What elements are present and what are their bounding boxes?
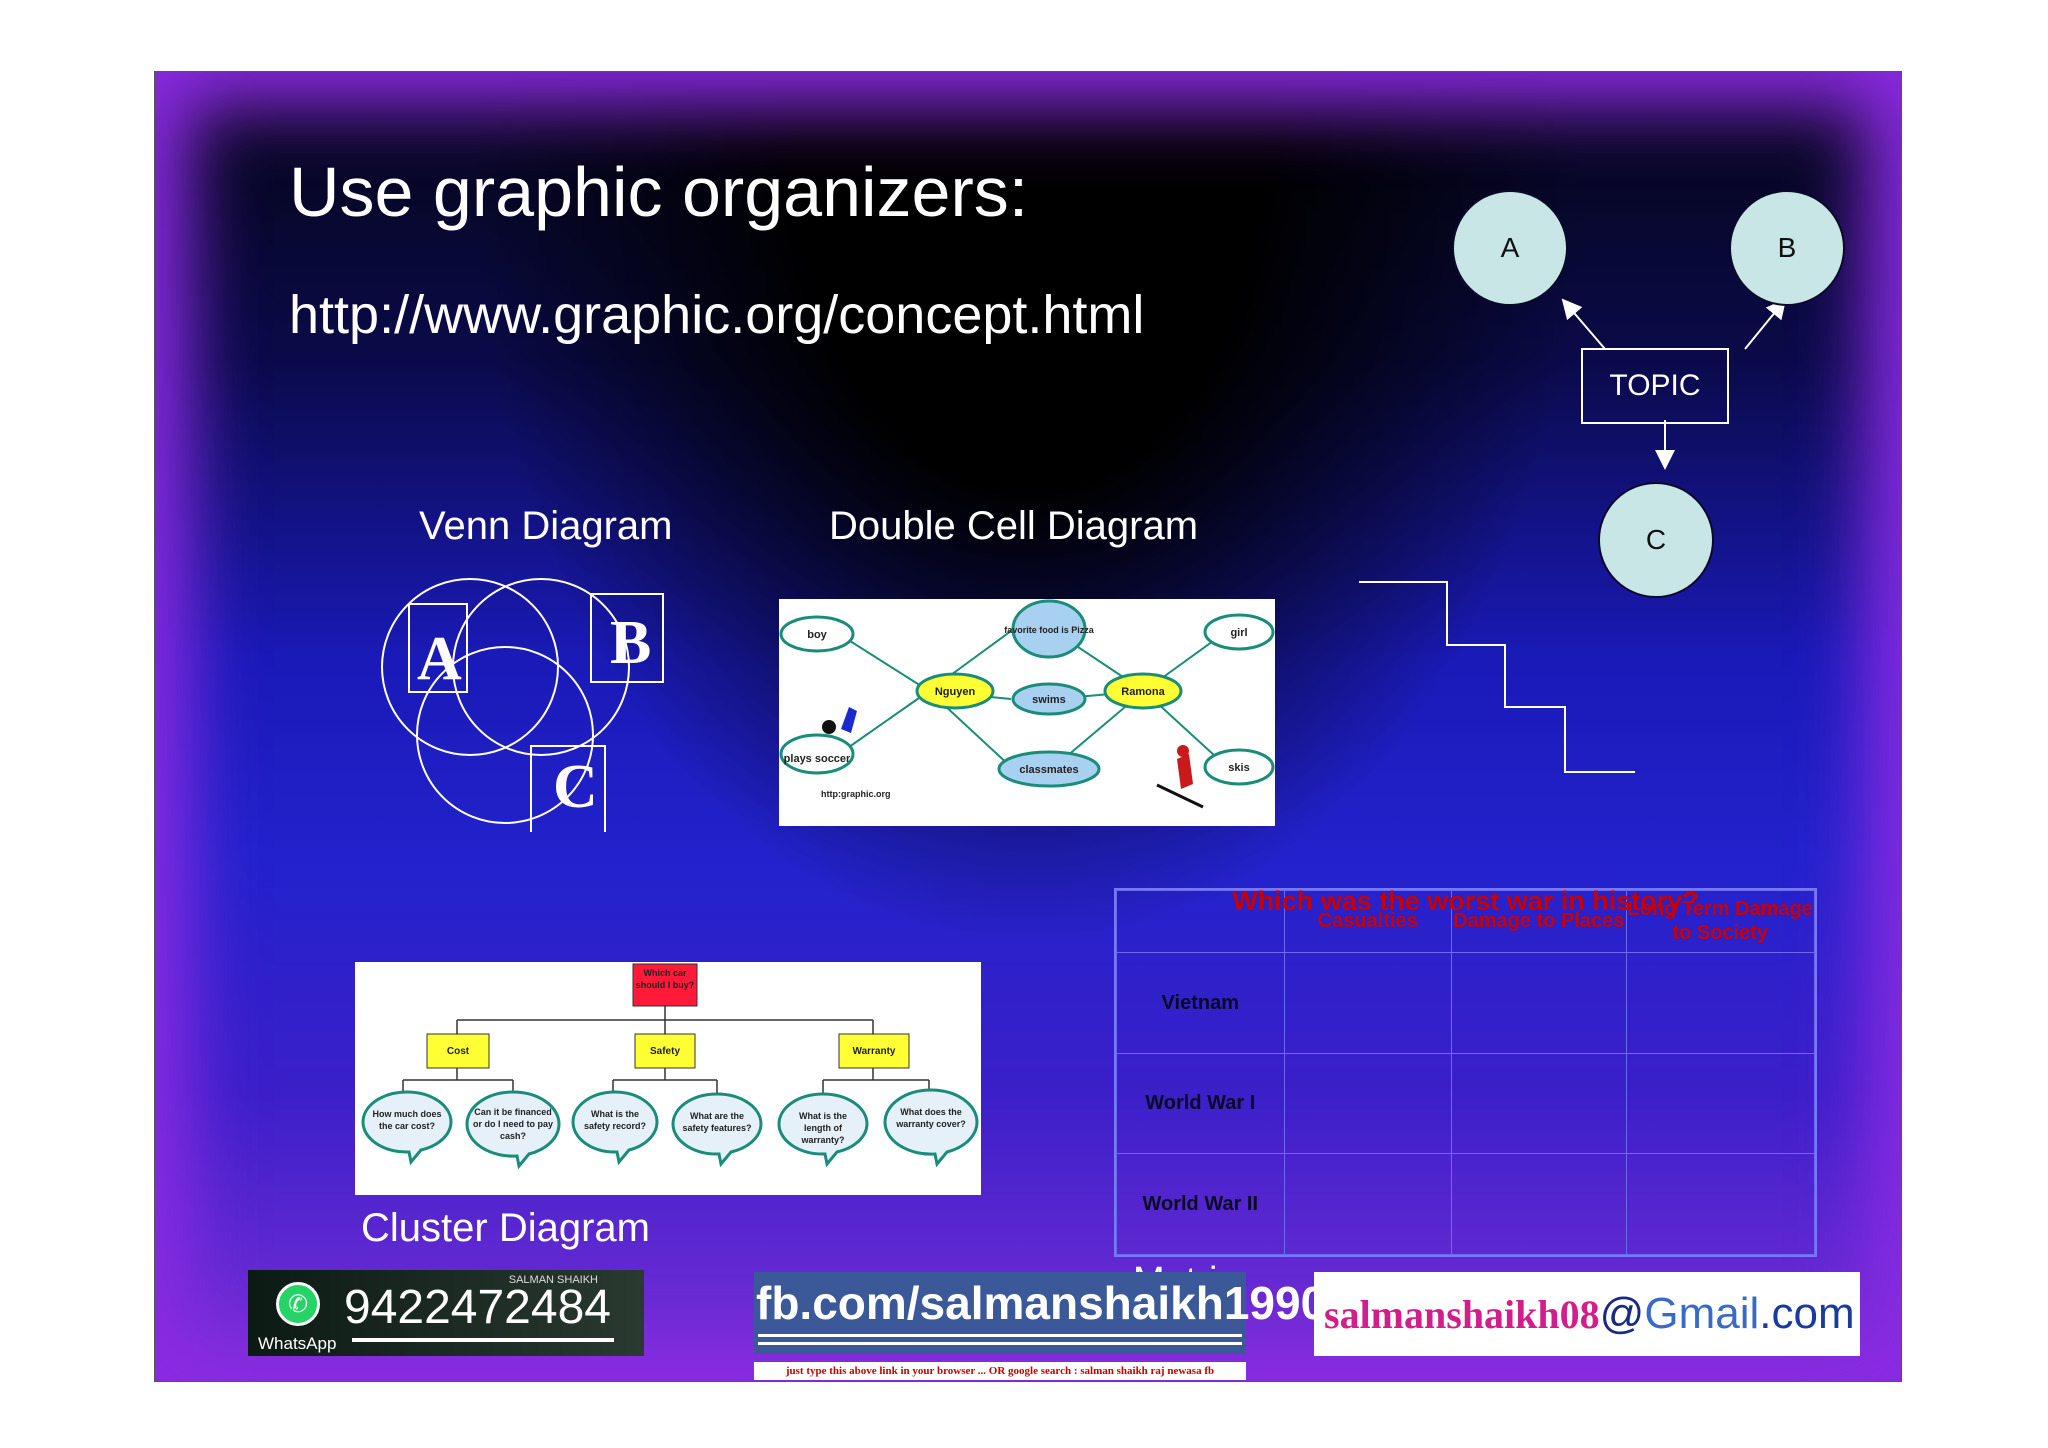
matrix-cell xyxy=(1451,1052,1627,1155)
cluster-diagram xyxy=(361,963,979,1170)
venn-letter-c: C xyxy=(553,753,598,821)
bubble-favorite-food xyxy=(1011,599,1087,659)
matrix-cell xyxy=(1625,951,1816,1054)
matrix-cell xyxy=(1283,1153,1453,1255)
cluster-branch-warranty-text: Warranty xyxy=(852,1045,896,1057)
email-domain: Gmail xyxy=(1644,1289,1760,1338)
cluster-branch-safety-text: Safety xyxy=(649,1045,680,1057)
concept-url: http://www.graphic.org/concept.html xyxy=(289,285,1145,345)
cluster-leaf-2-text: Can it be financed or do I need to pay c… xyxy=(473,1107,554,1141)
matrix-cell xyxy=(1625,1153,1816,1255)
staircase-lines xyxy=(1359,581,1635,773)
bubble-classmates xyxy=(997,750,1101,788)
cluster-leaf-1-text: How much does the car cost? xyxy=(372,1109,442,1131)
skier-icon xyxy=(1156,745,1204,809)
email-tld: .com xyxy=(1759,1289,1855,1338)
cluster-panel: Which car should I buy? Cost Safety Warr… xyxy=(355,962,981,1195)
text-skis: skis xyxy=(1228,762,1249,774)
matrix-cell xyxy=(1283,1052,1453,1155)
text-favorite-food: favorite food is Pizza xyxy=(1004,625,1095,635)
hub-ramona xyxy=(1103,672,1183,710)
text-nguyen: Nguyen xyxy=(935,686,976,698)
cluster-branch-warranty xyxy=(838,1033,910,1069)
matrix-row-vietnam: Vietnam xyxy=(1116,951,1285,1054)
cluster-root-text: Which car should I buy? xyxy=(635,968,695,990)
slide-title: Use graphic organizers: xyxy=(289,153,1029,231)
cluster-leaf-3-text: What is the safety record? xyxy=(583,1109,647,1131)
cluster-leaf-2 xyxy=(465,1090,561,1170)
fb-link[interactable]: fb.com/salmanshaikh1990 xyxy=(756,1277,1327,1329)
matrix-corner xyxy=(1116,890,1285,953)
matrix-col-damage-places: Damage to Places xyxy=(1451,890,1627,953)
whatsapp-app-label: WhatsApp xyxy=(258,1334,337,1353)
cluster-leaf-6-text: What does the warranty cover? xyxy=(896,1107,966,1129)
concept-map-connectors xyxy=(1561,298,1787,470)
venn-letter-b: B xyxy=(610,609,652,677)
concept-node-c: C xyxy=(1598,482,1714,598)
text-credit: http:graphic.org xyxy=(821,789,891,799)
bubble-swims xyxy=(1011,682,1087,716)
whatsapp-name: SALMAN SHAIKH xyxy=(508,1274,598,1286)
soccer-player-icon xyxy=(822,707,857,734)
fb-underline-1 xyxy=(758,1334,1242,1337)
email-user: salmanshaikh08 xyxy=(1324,1291,1600,1337)
cluster-leaf-6 xyxy=(883,1088,979,1168)
matrix-cell xyxy=(1451,1153,1627,1255)
facebook-banner[interactable]: fb.com/salmanshaikh1990 xyxy=(754,1272,1326,1354)
whatsapp-number: 9422472484 xyxy=(344,1281,611,1334)
bubble-boy xyxy=(779,615,855,653)
text-classmates: classmates xyxy=(1019,764,1078,776)
cluster-branch-cost-text: Cost xyxy=(446,1045,470,1057)
concept-node-b: B xyxy=(1729,190,1845,306)
whatsapp-icon: ✆ xyxy=(276,1282,320,1326)
fb-note: just type this above link in your browse… xyxy=(754,1362,1246,1380)
hub-nguyen xyxy=(915,672,995,710)
matrix-row-ww1: World War I xyxy=(1116,1052,1285,1155)
matrix-row-ww2: World War II xyxy=(1116,1153,1285,1255)
matrix-col-long-term: Long Term Damage to Society xyxy=(1625,890,1816,953)
venn-diagram xyxy=(381,578,664,832)
matrix-table: Which was the worst war in history? Casu… xyxy=(1114,886,1817,1257)
email-at: @ xyxy=(1599,1289,1645,1338)
cluster-leaf-1 xyxy=(361,1090,453,1166)
cluster-leaf-3 xyxy=(571,1090,659,1166)
matrix-cell xyxy=(1283,951,1453,1054)
cluster-leaf-4-text: What are the safety features? xyxy=(682,1111,752,1133)
text-plays-soccer: plays soccer xyxy=(784,753,851,765)
cluster-label: Cluster Diagram xyxy=(361,1206,650,1250)
bubble-skis xyxy=(1203,748,1275,786)
slide: Use graphic organizers: http://www.graph… xyxy=(154,71,1902,1382)
cluster-branch-cost xyxy=(426,1033,490,1069)
bubble-plays-soccer xyxy=(779,733,855,775)
double-cell-label: Double Cell Diagram xyxy=(829,504,1199,548)
text-swims: swims xyxy=(1032,694,1066,706)
matrix-col-casualties: Casualties xyxy=(1283,890,1453,953)
text-girl: girl xyxy=(1230,627,1247,639)
double-cell-diagram: boy plays soccer favorite food is Pizza … xyxy=(779,599,1275,809)
double-cell-panel: boy plays soccer favorite food is Pizza … xyxy=(779,599,1275,826)
concept-topic-box: TOPIC xyxy=(1581,348,1729,424)
matrix-cell xyxy=(1451,951,1627,1054)
fb-underline-2 xyxy=(758,1342,1242,1345)
cluster-leaf-5-text: What is the length of warranty? xyxy=(798,1111,847,1145)
whatsapp-underline xyxy=(352,1338,614,1342)
cluster-leaf-5 xyxy=(777,1092,869,1168)
cluster-branch-safety xyxy=(634,1033,696,1069)
text-boy: boy xyxy=(807,629,827,641)
matrix-title: Which was the worst war in history? xyxy=(1232,886,1699,916)
concept-node-a: A xyxy=(1452,190,1568,306)
whatsapp-banner[interactable]: SALMAN SHAIKH ✆ 9422472484 WhatsApp xyxy=(248,1270,644,1356)
venn-letter-a: A xyxy=(417,625,462,693)
text-ramona: Ramona xyxy=(1121,686,1165,698)
email-banner[interactable]: salmanshaikh08 @ Gmail .com xyxy=(1314,1272,1860,1356)
cluster-root-box xyxy=(632,963,698,1007)
cluster-leaf-4 xyxy=(671,1092,763,1168)
matrix-cell xyxy=(1625,1052,1816,1155)
bubble-girl xyxy=(1203,613,1275,651)
venn-label: Venn Diagram xyxy=(419,504,673,548)
